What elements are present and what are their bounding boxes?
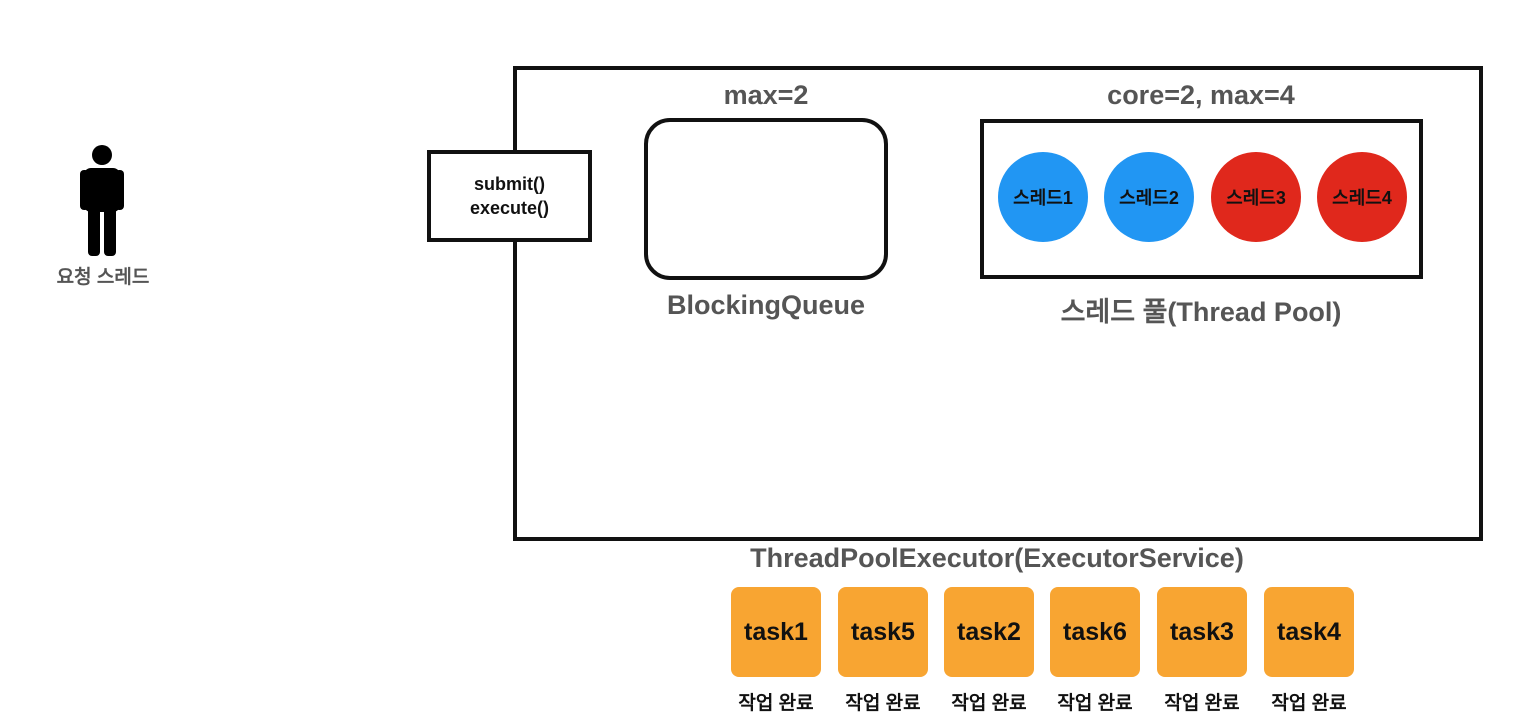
execute-label: execute(): [469, 198, 550, 218]
task-status: 작업 완료: [1271, 693, 1347, 714]
executor-frame: [513, 66, 1483, 541]
thread-pool-label: 스레드 풀(Thread Pool): [1060, 297, 1342, 327]
thread-4: 스레드4: [1317, 152, 1407, 242]
thread-3: 스레드3: [1211, 152, 1301, 242]
queue-max-label: max=2: [723, 80, 809, 110]
task-status: 작업 완료: [738, 693, 814, 714]
requester-label: 요청 스레드: [56, 267, 150, 288]
pool-config-label: core=2, max=4: [1107, 80, 1295, 110]
executor-title: ThreadPoolExecutor(ExecutorService): [750, 543, 1244, 573]
task-block: task2: [944, 587, 1034, 677]
task-status: 작업 완료: [845, 693, 921, 714]
submit-box: submit() execute(): [427, 150, 592, 242]
task-block: task3: [1157, 587, 1247, 677]
task-block: task6: [1050, 587, 1140, 677]
blocking-queue-box: [644, 118, 888, 280]
task-status: 작업 완료: [1164, 693, 1240, 714]
task-status: 작업 완료: [1057, 693, 1133, 714]
task-block: task5: [838, 587, 928, 677]
task-block: task4: [1264, 587, 1354, 677]
task-status: 작업 완료: [951, 693, 1027, 714]
person-icon: [80, 145, 124, 256]
submit-label: submit(): [474, 174, 545, 194]
blocking-queue-label: BlockingQueue: [666, 290, 866, 320]
thread-2: 스레드2: [1104, 152, 1194, 242]
task-block: task1: [731, 587, 821, 677]
thread-1: 스레드1: [998, 152, 1088, 242]
